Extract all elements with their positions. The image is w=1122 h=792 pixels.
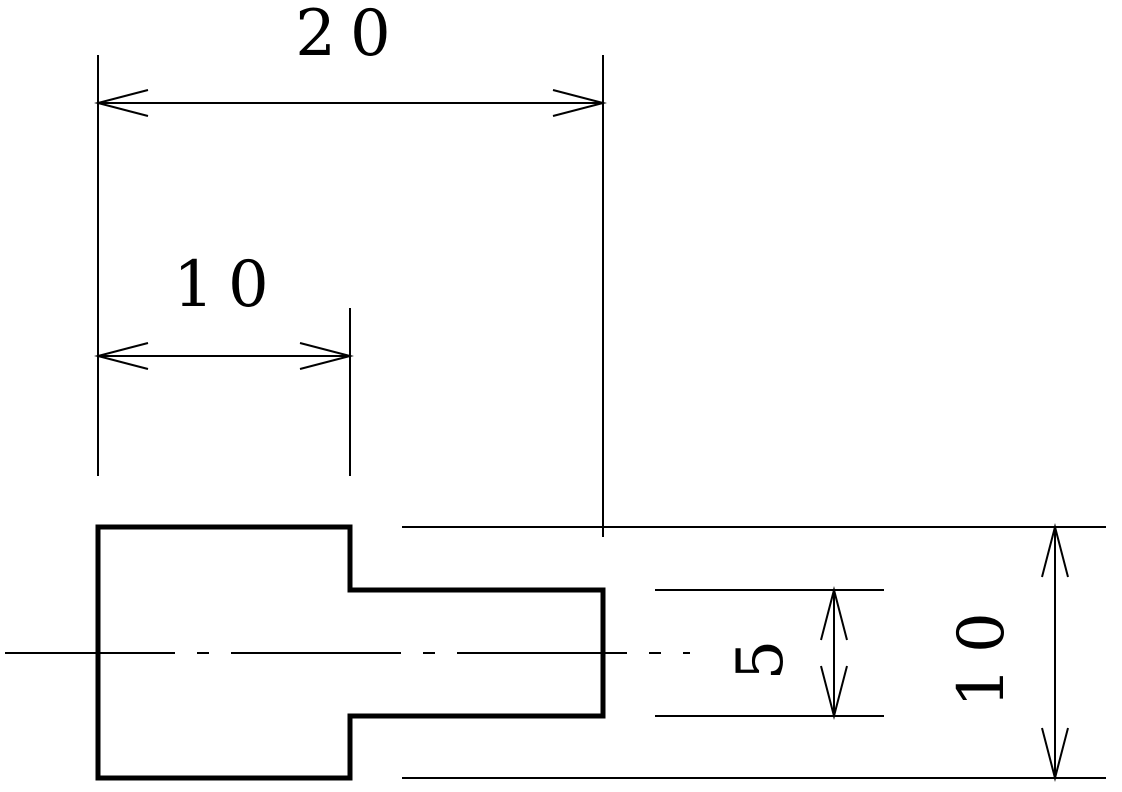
- dimension-text-shank: 5: [724, 626, 798, 681]
- dimension-text-head-length: 10: [173, 248, 282, 322]
- arrowhead-right: [299, 342, 354, 370]
- dimension-text-overall: 20: [295, 0, 404, 71]
- dimension-shank-diameter: 5: [724, 586, 848, 720]
- arrowhead-left: [94, 89, 149, 117]
- arrowhead-left: [94, 342, 149, 370]
- arrowhead-bottom: [820, 665, 848, 720]
- dimension-overall-length: 20: [94, 0, 607, 117]
- arrowhead-top: [820, 586, 848, 641]
- arrowhead-right: [552, 89, 607, 117]
- arrowhead-top: [1041, 523, 1069, 578]
- part-outline: [95, 524, 606, 781]
- dimension-head-length: 10: [94, 248, 354, 370]
- dimension-text-head-diameter: 10: [945, 598, 1019, 707]
- dimension-head-diameter: 10: [945, 523, 1069, 782]
- arrowhead-bottom: [1041, 727, 1069, 782]
